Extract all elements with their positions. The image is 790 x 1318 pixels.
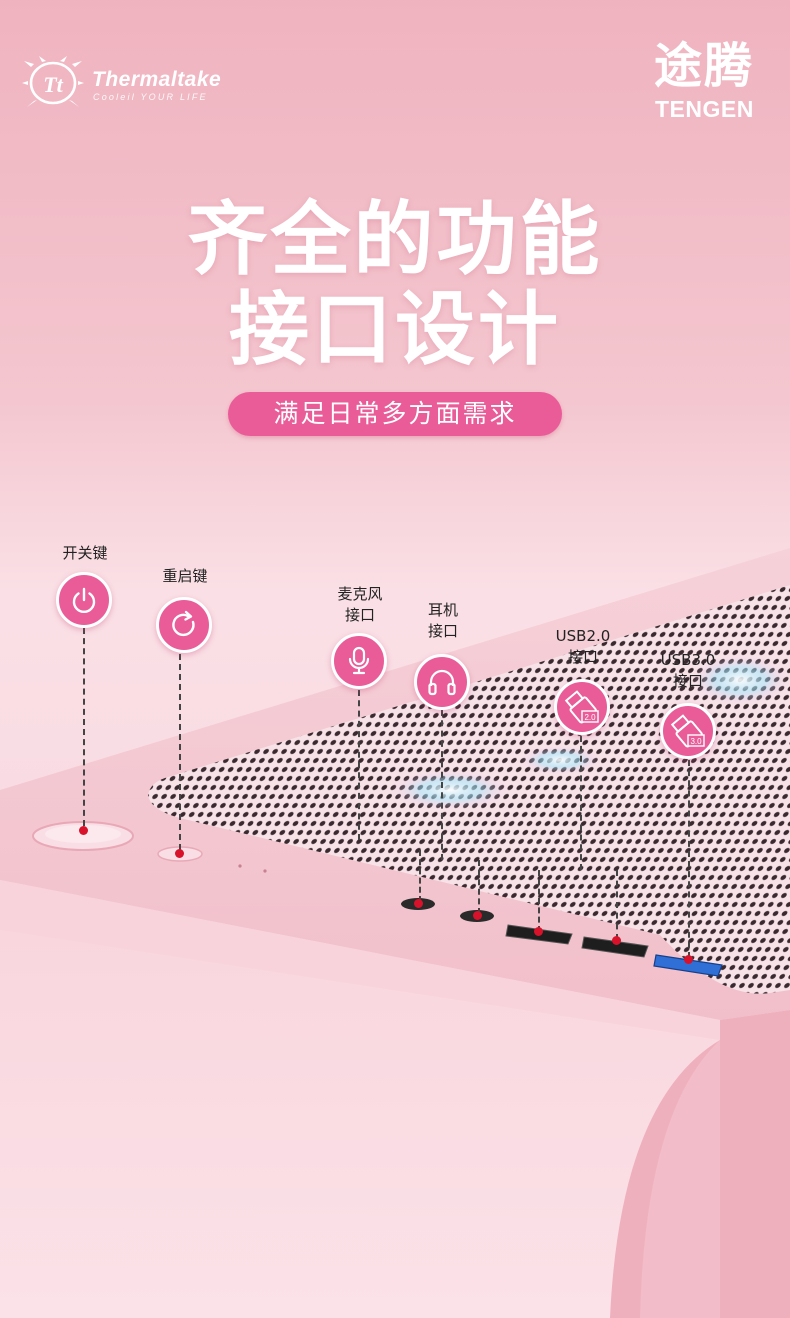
tengen-logo-en: TENGEN: [655, 96, 754, 122]
svg-text:Tt: Tt: [43, 72, 63, 97]
feature-restart-badge: [156, 597, 212, 653]
usb2-port-b-shape: [581, 936, 649, 958]
case-front-face: [0, 930, 720, 1318]
usb2-connector-line-2: [538, 870, 540, 932]
feature-mic-label: 麦克风 接口: [325, 584, 395, 626]
headphone-connector-line-2: [478, 860, 480, 914]
usb2-connector-line-3: [616, 870, 618, 940]
feature-mic-label-line2: 接口: [344, 606, 375, 624]
headphone-marker-dot: [473, 911, 482, 920]
restart-marker-dot: [175, 849, 184, 858]
usb3-connector-line: [688, 760, 690, 958]
headphone-connector-line: [441, 710, 443, 860]
feature-power-label: 开关键: [50, 543, 120, 564]
feature-usb3-label: USB3.0 接口: [648, 650, 728, 692]
mic-connector-line: [358, 690, 360, 840]
feature-mic-label-line1: 麦克风: [337, 585, 383, 603]
power-icon: [72, 587, 96, 614]
usb3-marker-dot: [684, 955, 693, 964]
headline-line1: 齐全的功能: [187, 193, 603, 286]
thermaltake-slogan: Cooleil YOUR LIFE: [93, 92, 208, 102]
feature-headphone-badge: [414, 654, 470, 710]
usb3-icon: 3.0: [670, 714, 705, 748]
restart-icon: [172, 610, 195, 637]
mic-connector-line-2: [419, 850, 421, 902]
usb2-marker-dot-b: [612, 936, 621, 945]
feature-usb3-label-line1: USB3.0: [660, 651, 716, 669]
feature-usb3-badge: 3.0: [660, 703, 716, 759]
headphone-icon: [428, 669, 456, 696]
pc-case-illustration: [0, 548, 790, 1318]
usb2-icon-badge: 2.0: [584, 713, 596, 722]
headline-line2: 接口设计: [229, 283, 561, 376]
usb3-icon-badge: 3.0: [690, 737, 702, 746]
case-front-edge: [0, 880, 720, 1040]
usb3-port-shape: [653, 954, 723, 977]
feature-usb2-label-line2: 接口: [567, 648, 598, 666]
power-connector-line: [83, 628, 85, 826]
power-marker-dot: [79, 826, 88, 835]
feature-mic-badge: [331, 633, 387, 689]
feature-restart-label-text: 重启键: [162, 567, 208, 585]
thermaltake-wordmark: Thermaltake: [92, 68, 222, 91]
usb2-connector-line: [580, 736, 582, 870]
feature-restart-label: 重启键: [150, 566, 220, 587]
feature-power-label-text: 开关键: [62, 544, 108, 562]
feature-headphone-label-line1: 耳机: [427, 601, 458, 619]
mic-marker-dot: [414, 899, 423, 908]
feature-power-badge: [56, 572, 112, 628]
feature-headphone-label-line2: 接口: [427, 622, 458, 640]
feature-usb2-badge: 2.0: [554, 679, 610, 735]
tengen-logo-cn: 途腾: [654, 38, 755, 94]
feature-headphone-label: 耳机 接口: [408, 600, 478, 642]
microphone-icon: [348, 646, 370, 675]
usb2-marker-dot-a: [534, 927, 543, 936]
usb2-icon: 2.0: [564, 690, 599, 724]
feature-usb2-label: USB2.0 接口: [543, 626, 623, 668]
tagline-pill: 满足日常多方面需求: [228, 392, 562, 436]
restart-connector-line: [179, 654, 181, 850]
feature-usb3-label-line2: 接口: [672, 672, 703, 690]
feature-usb2-label-line1: USB2.0: [555, 627, 611, 645]
thermaltake-logo-icon: Tt: [22, 56, 84, 107]
